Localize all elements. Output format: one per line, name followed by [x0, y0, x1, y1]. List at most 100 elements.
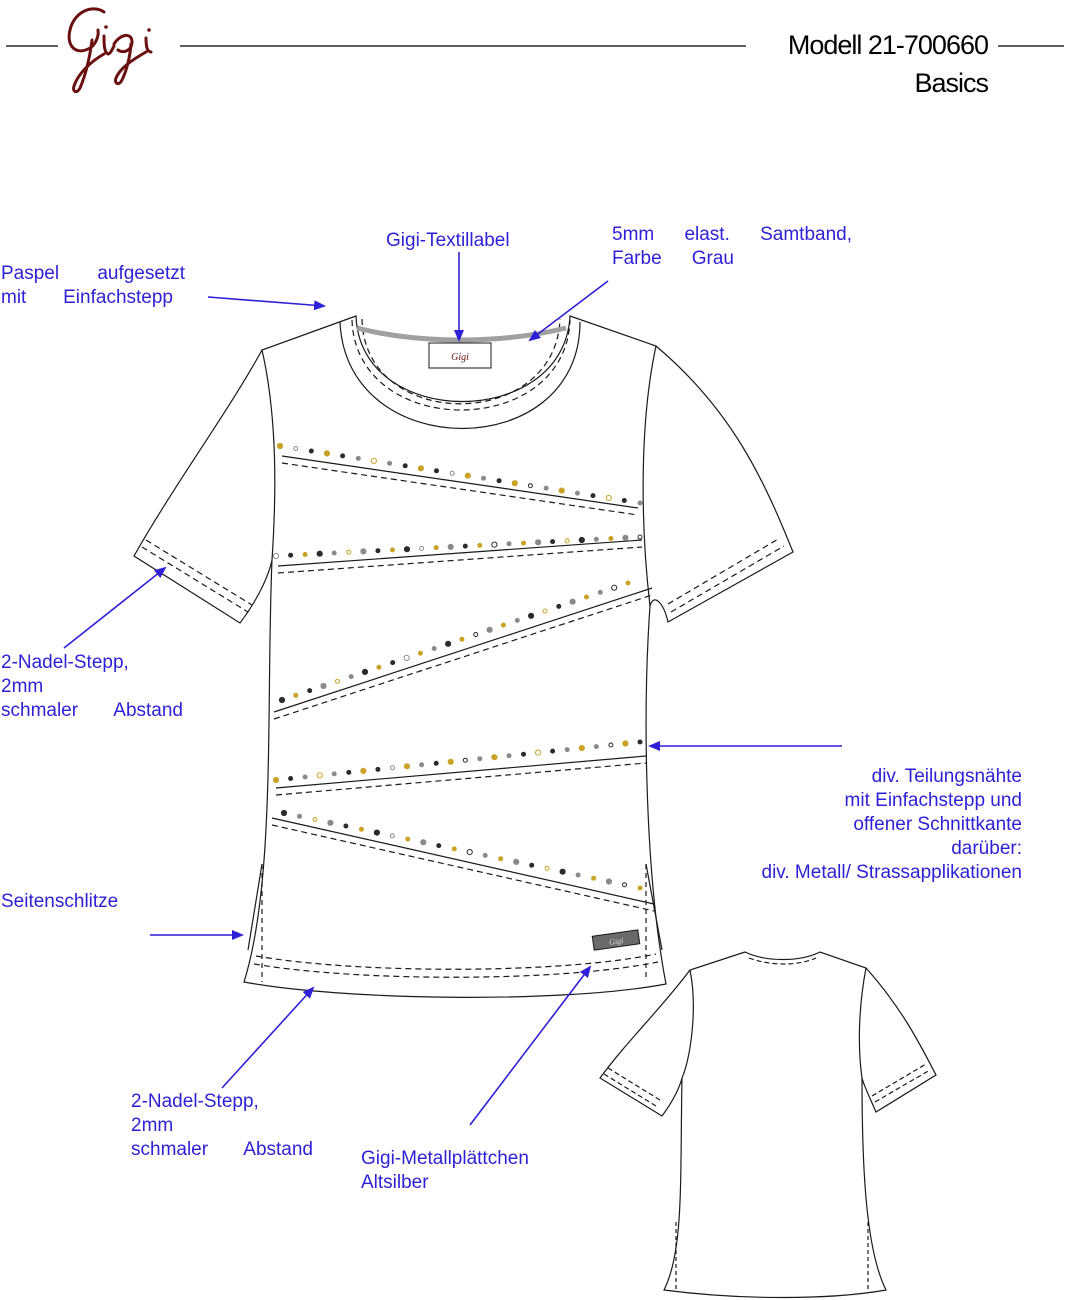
stud — [514, 617, 520, 623]
stud — [637, 885, 643, 891]
stud — [316, 772, 323, 779]
stud — [302, 552, 308, 557]
stud — [331, 550, 337, 556]
stud — [521, 751, 526, 757]
stud — [376, 664, 382, 670]
front-body-outline — [133, 315, 794, 998]
stud — [403, 654, 410, 662]
stud — [361, 668, 369, 676]
stud — [334, 678, 340, 684]
stud — [584, 594, 589, 600]
stud — [419, 545, 425, 551]
stud — [558, 487, 565, 494]
stud — [622, 740, 629, 747]
stud — [420, 839, 427, 846]
stud — [276, 442, 284, 450]
stud — [405, 836, 411, 842]
stud — [447, 543, 454, 551]
stud — [302, 774, 308, 780]
note-piping: Paspel aufgesetzt mit Einfachstepp — [1, 263, 185, 308]
stud — [447, 758, 454, 765]
stud — [637, 739, 643, 745]
stud — [320, 682, 327, 690]
stud — [436, 843, 442, 849]
arrow-hem-stitch — [221, 986, 315, 1089]
stud — [496, 478, 502, 484]
stud — [611, 584, 618, 591]
stud — [521, 540, 526, 546]
metal-plate: Gigi — [591, 929, 641, 951]
gigi-logo — [67, 7, 153, 94]
stud — [375, 766, 381, 772]
stud — [297, 813, 302, 819]
stud — [387, 460, 393, 466]
textile-label-text: Gigi — [451, 352, 469, 363]
stud — [477, 756, 483, 762]
stud — [637, 500, 643, 506]
stud — [402, 463, 408, 469]
stud — [358, 826, 364, 832]
stud — [511, 480, 518, 487]
stud — [316, 550, 323, 557]
stud — [513, 858, 520, 866]
stud — [390, 547, 395, 553]
stud — [481, 475, 486, 481]
stud — [575, 872, 581, 878]
stud — [597, 589, 603, 595]
stud — [608, 536, 614, 541]
stud — [340, 453, 346, 459]
stud — [556, 603, 562, 609]
stud — [564, 747, 570, 753]
model-number: Modell 21-700660 — [787, 30, 989, 60]
stud — [622, 882, 627, 888]
stud — [482, 852, 488, 858]
stud — [343, 823, 349, 829]
stud — [390, 660, 396, 666]
stud — [312, 817, 318, 822]
note-metal-plate: Gigi-Metallplättchen Altsilber — [361, 1148, 529, 1193]
front-view — [133, 315, 794, 998]
note-hem-stitch: 2-Nadel-Stepp, 2mm schmaler Abstand — [131, 1091, 313, 1160]
stud — [473, 632, 479, 637]
stud — [491, 541, 498, 548]
stud — [608, 742, 614, 748]
stud — [403, 546, 411, 553]
stud — [477, 542, 483, 548]
stud — [550, 539, 556, 545]
stud — [550, 748, 556, 754]
stud — [593, 536, 599, 542]
stud — [331, 771, 337, 777]
stud — [431, 646, 437, 651]
note-sleeve-stitch: 2-Nadel-Stepp, 2mm schmaler Abstand — [1, 652, 183, 721]
stud — [574, 490, 580, 496]
stud — [451, 846, 457, 852]
stud — [293, 446, 299, 451]
arrow-piping — [207, 296, 326, 311]
stud — [622, 534, 629, 541]
metal-plate-text: Gigi — [609, 936, 624, 947]
stud — [462, 543, 468, 549]
stud — [564, 538, 570, 544]
arrow-metal-plate — [469, 965, 592, 1126]
stud — [542, 608, 548, 614]
stud — [527, 483, 533, 489]
stud — [621, 498, 627, 503]
note-textile-label: Gigi-Textillabel — [386, 230, 510, 251]
annotation-arrows — [63, 252, 842, 1126]
stud — [591, 875, 597, 881]
textile-label: Gigi — [428, 342, 492, 369]
stud — [459, 636, 465, 642]
stud — [390, 765, 395, 771]
stud — [605, 494, 612, 502]
stud — [308, 448, 314, 454]
stud — [559, 868, 566, 875]
stud — [466, 849, 473, 856]
stud — [288, 552, 294, 558]
stud — [498, 856, 504, 862]
stud — [506, 753, 512, 759]
stud — [433, 545, 439, 551]
stud — [529, 862, 535, 868]
stud — [375, 548, 381, 554]
stud — [288, 776, 294, 781]
